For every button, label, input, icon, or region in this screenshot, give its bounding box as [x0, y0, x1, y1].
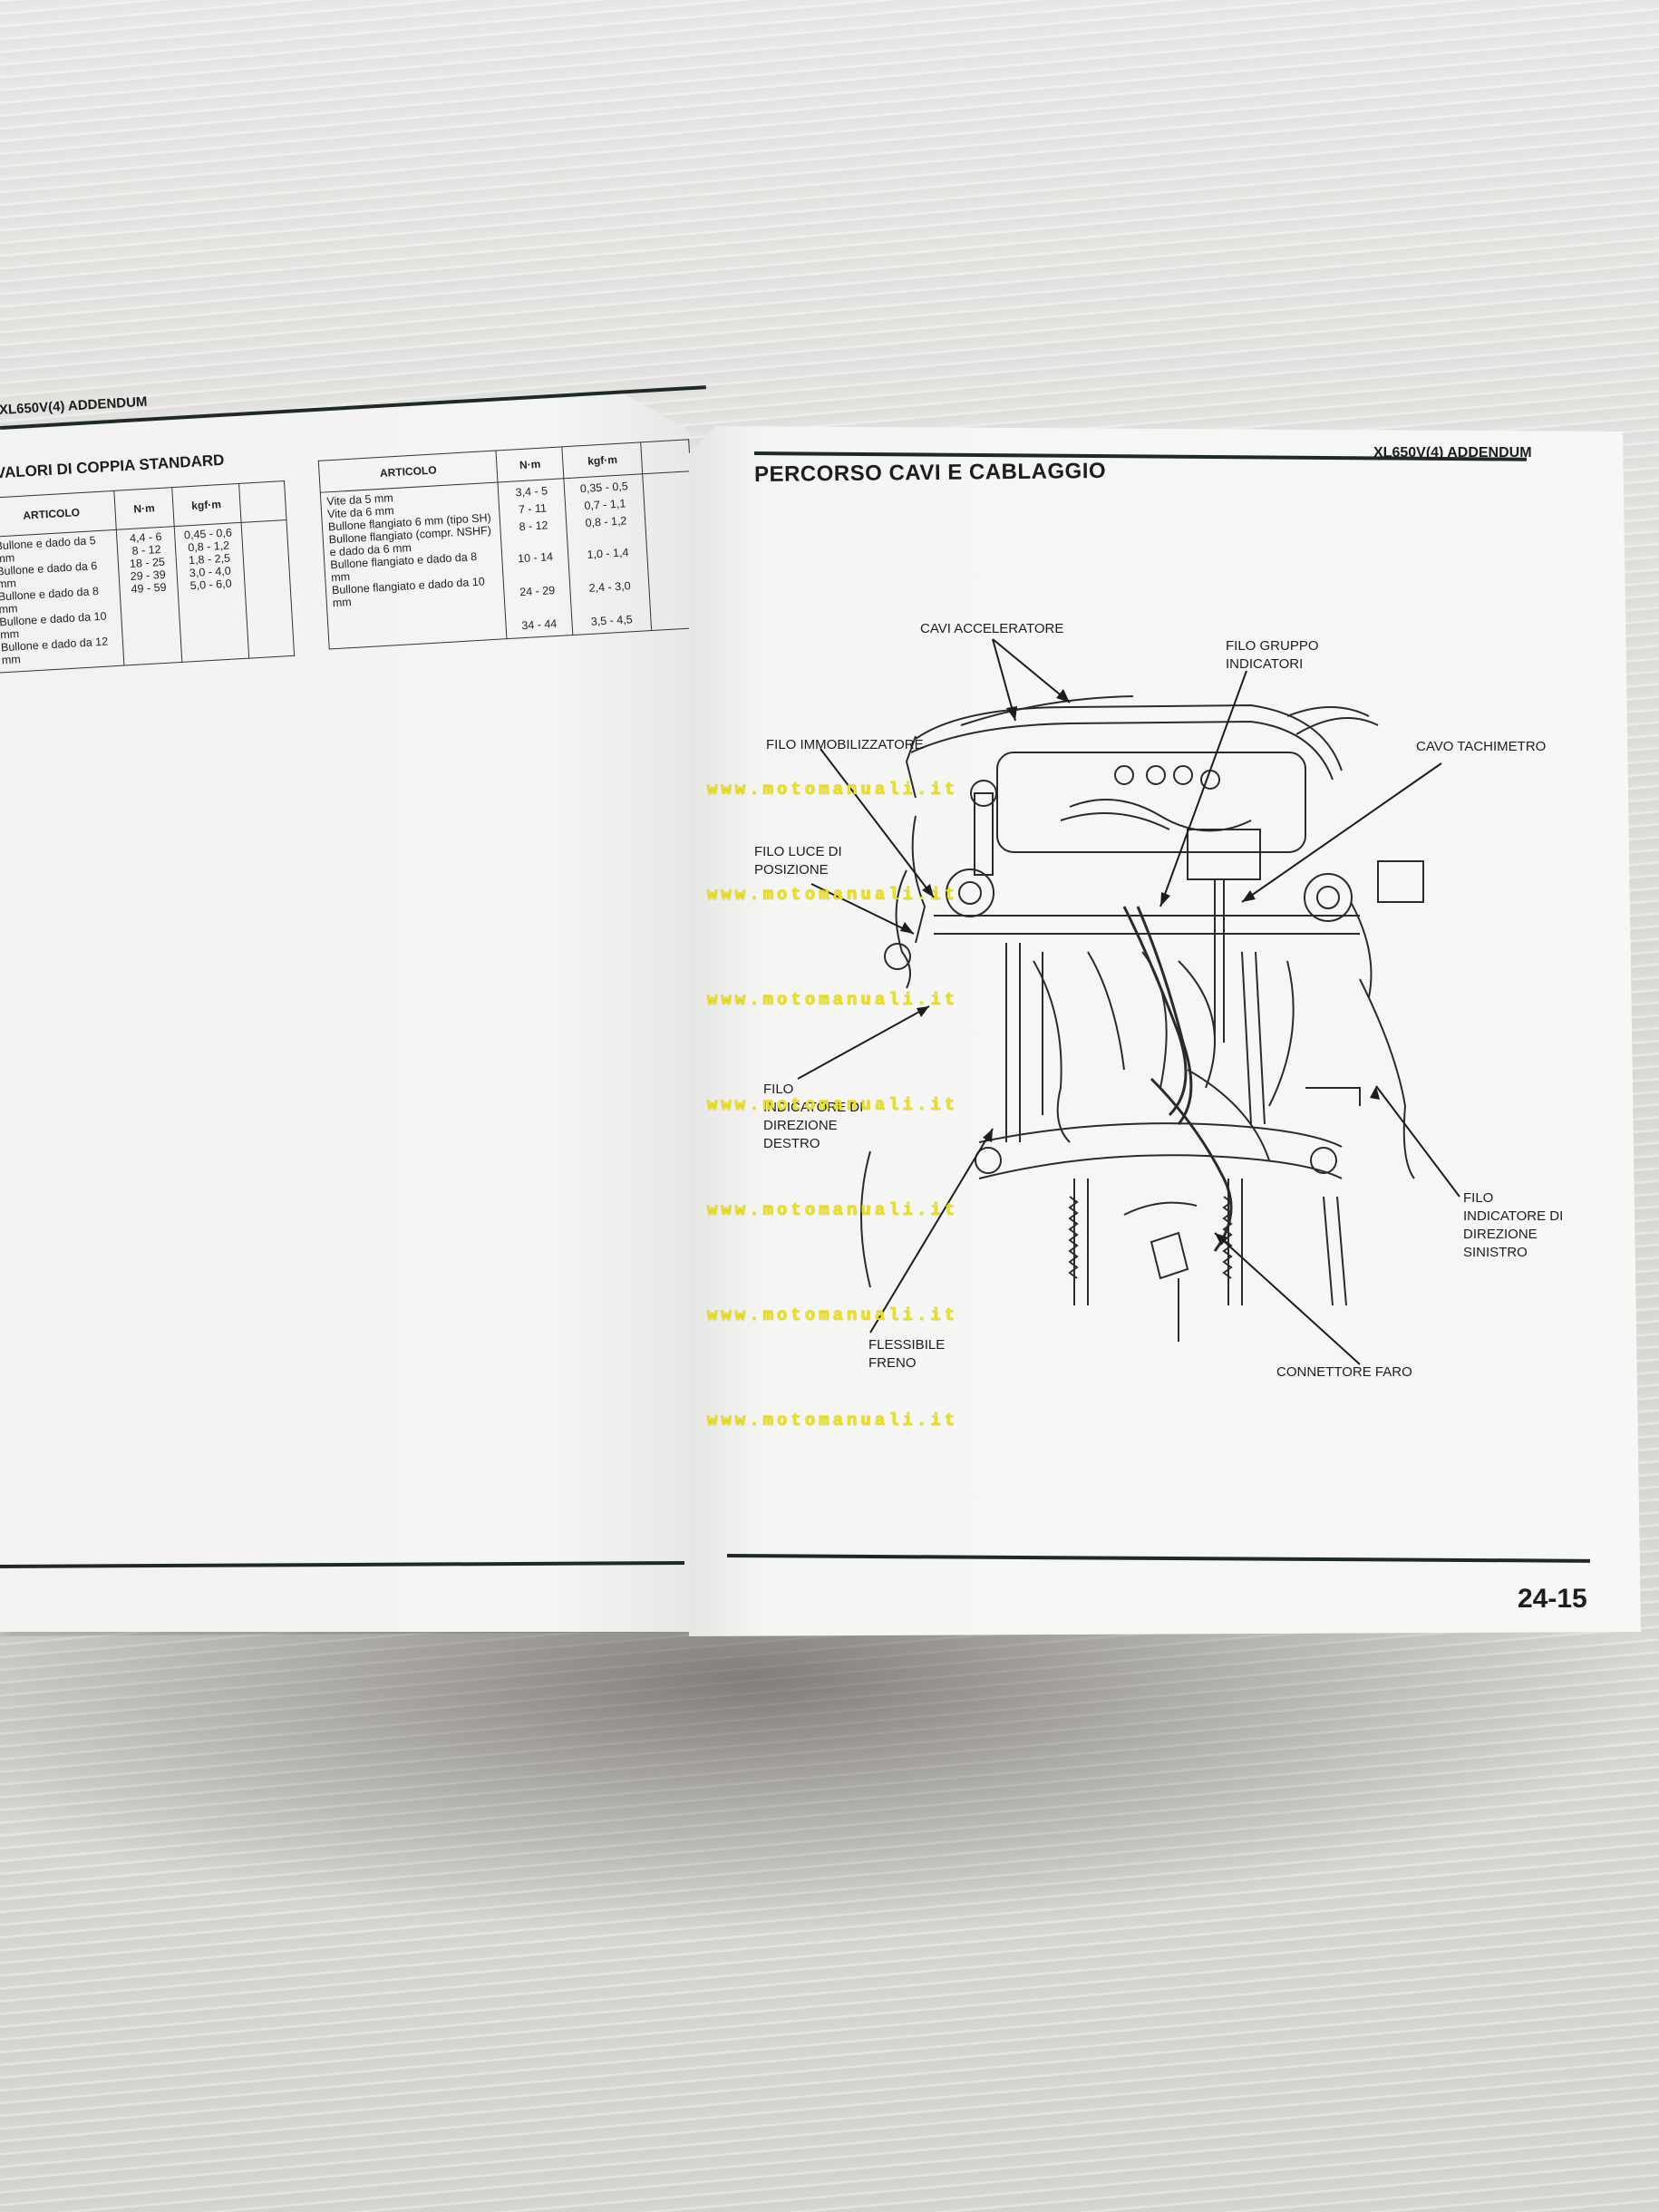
label-filo-indicatore-destro: FILO INDICATORE DI DIREZIONE DESTRO [763, 1082, 864, 1151]
watermark: www.motomanuali.it [707, 780, 959, 800]
watermark: www.motomanuali.it [707, 1411, 959, 1431]
label-flessibile-freno: FLESSIBILE FRENO [868, 1337, 946, 1371]
watermark: www.motomanuali.it [707, 1095, 959, 1115]
page-number: 24-15 [1518, 1584, 1587, 1614]
right-header: XL650V(4) ADDENDUM [1373, 445, 1532, 461]
watermark: www.motomanuali.it [707, 1305, 959, 1325]
label-filo-indicatore-sinistro: FILO INDICATORE DI DIREZIONE SINISTRO [1463, 1190, 1564, 1260]
label-connettore-faro: CONNETTORE FARO [1276, 1364, 1412, 1380]
label-filo-immobilizzatore: FILO IMMOBILIZZATORE [766, 737, 924, 752]
left-page [0, 390, 689, 1632]
motorcycle-front-drawing [860, 695, 1424, 1342]
label-cavo-tachimetro: CAVO TACHIMETRO [1416, 739, 1547, 754]
right-page [689, 426, 1641, 1636]
watermark: www.motomanuali.it [707, 990, 959, 1010]
label-cavi-acceleratore: CAVI ACCELERATORE [920, 621, 1064, 636]
label-filo-gruppo-indicatori: FILO GRUPPO INDICATORI [1226, 638, 1319, 672]
label-filo-luce-posizione: FILO LUCE DI POSIZIONE [754, 844, 842, 878]
leader-lines [797, 638, 1460, 1365]
watermark: www.motomanuali.it [707, 885, 959, 905]
arrowheads [900, 689, 1380, 1246]
book-shadow [0, 1614, 1659, 1940]
watermark: www.motomanuali.it [707, 1200, 959, 1220]
